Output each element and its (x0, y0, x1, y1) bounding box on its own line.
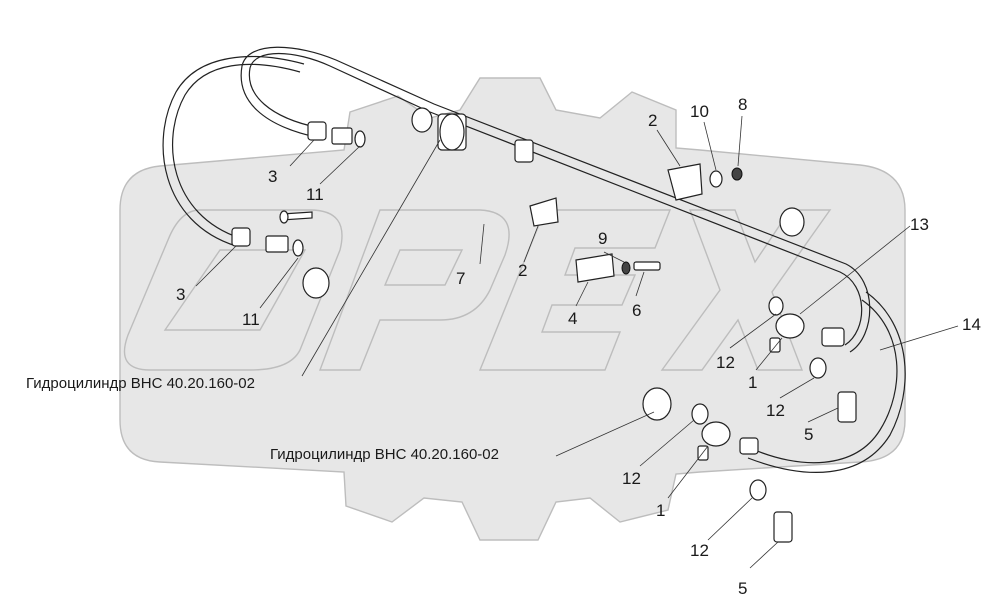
clamp-half-2-mid (529, 197, 559, 227)
banjo-bolt-5-lower (773, 511, 793, 543)
callout-7: 7 (456, 269, 465, 288)
callout-10: 10 (690, 102, 709, 121)
callout-12a: 12 (716, 353, 735, 372)
hoses (162, 46, 906, 473)
fitting-3-upper (307, 121, 327, 141)
callout-12b: 12 (766, 401, 785, 420)
callout-9: 9 (598, 229, 607, 248)
callout-13: 13 (910, 215, 929, 234)
callout-12d: 12 (690, 541, 709, 560)
cylinder-eye-top (411, 107, 433, 133)
cylinder-eye-left (302, 267, 330, 299)
cylinder-eye-lower (642, 387, 672, 421)
watermark-letter-e (478, 209, 672, 371)
parts (231, 107, 857, 543)
callouts: 3 11 3 11 2 10 8 9 2 7 4 6 13 14 12 1 12… (176, 95, 981, 598)
callout-8: 8 (738, 95, 747, 114)
leader-lines (195, 115, 959, 569)
hose-14-nut (739, 437, 759, 455)
hose-14-a (749, 299, 898, 464)
watermark-letter-x (660, 209, 832, 371)
washer-11-upper (354, 130, 366, 148)
callout-1a: 1 (748, 373, 757, 392)
nipple-lower (265, 235, 289, 253)
hose-left-loop-b (162, 56, 305, 247)
callout-14: 14 (962, 315, 981, 334)
washer-10 (709, 170, 723, 188)
captions: Гидроцилиндр ВНС 40.20.160-02 Гидроцилин… (26, 375, 499, 463)
tee-1-upper-stub (769, 337, 781, 353)
fitting-3-lower (231, 227, 251, 247)
caption-cylinder-upper: Гидроцилиндр ВНС 40.20.160-02 (26, 375, 255, 392)
callout-3a: 3 (268, 167, 277, 186)
washer-12-b (809, 357, 827, 379)
callout-4: 4 (568, 309, 577, 328)
washer-11-lower (292, 239, 304, 257)
hose-left-loop-a (171, 63, 301, 239)
callout-11b: 11 (242, 310, 260, 329)
pipe-upper-a (248, 52, 863, 346)
bolt-6 (633, 261, 661, 271)
washer-9 (621, 261, 631, 275)
cylinder-eye-right (779, 207, 805, 237)
washer-12-a (768, 296, 784, 316)
pin-7-head (279, 210, 289, 224)
clamp-ring (439, 113, 465, 151)
nut-8 (731, 167, 743, 181)
block-4 (575, 253, 615, 283)
callout-6: 6 (632, 301, 641, 320)
tee-1-upper (775, 313, 805, 339)
caption-cylinder-lower: Гидроцилиндр ВНС 40.20.160-02 (270, 446, 499, 463)
nipple-upper (331, 127, 353, 145)
hose-14-b (747, 291, 906, 473)
callout-1b: 1 (656, 501, 665, 520)
callout-2b: 2 (518, 261, 527, 280)
callout-2a: 2 (648, 111, 657, 130)
banjo-bolt-5-upper (837, 391, 857, 423)
callout-5a: 5 (804, 425, 813, 444)
watermark-letter-p (318, 209, 510, 371)
clamp-half-2-upper (667, 163, 703, 201)
callout-5b: 5 (738, 579, 747, 598)
washer-12-d (749, 479, 767, 501)
watermark (119, 77, 906, 541)
callout-12c: 12 (622, 469, 641, 488)
washer-12-c (691, 403, 709, 425)
nut-14-end (821, 327, 845, 347)
callout-11a: 11 (306, 185, 324, 204)
tee-1-lower (701, 421, 731, 447)
callout-3b: 3 (176, 285, 185, 304)
pipe-joint (514, 139, 534, 163)
